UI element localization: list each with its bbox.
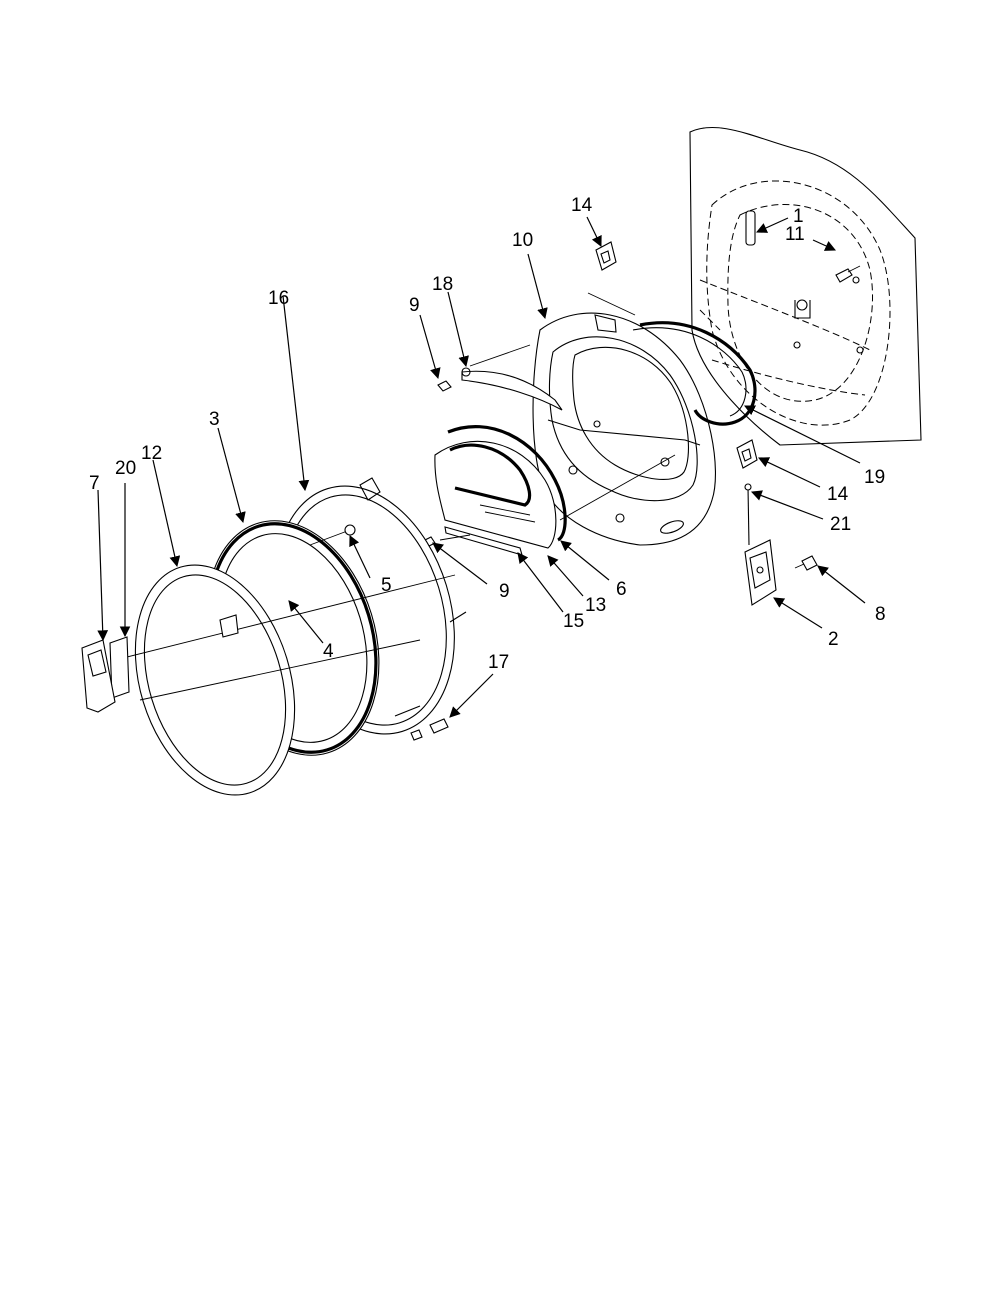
latch-4	[219, 614, 239, 638]
screw-5	[344, 524, 356, 536]
callout-21: 21	[830, 514, 851, 535]
cabinet-front-panel	[689, 127, 922, 446]
handle-7	[81, 639, 116, 713]
screw-8	[794, 555, 818, 571]
door-glass-13	[434, 440, 557, 549]
callout-6: 6	[616, 579, 627, 600]
callout-labels: 1 2 3 4 5 6 7 8 9 9 10 11 12 13 14 14 15…	[89, 195, 886, 673]
callout-12: 12	[141, 443, 162, 464]
pin-21	[744, 483, 752, 546]
door-gasket-19	[632, 321, 757, 426]
callout-7: 7	[89, 473, 100, 494]
callout-18: 18	[432, 274, 453, 295]
door-seal-6	[447, 425, 567, 542]
bracket-14-right	[736, 439, 758, 469]
callout-14b: 14	[827, 484, 849, 505]
door-inner-panel	[532, 312, 717, 546]
bracket-14-top	[595, 241, 617, 271]
callout-9a: 9	[409, 295, 420, 316]
callout-2: 2	[828, 629, 839, 650]
callout-11: 11	[785, 224, 805, 245]
callout-17: 17	[488, 652, 509, 673]
strip-20	[109, 636, 130, 699]
door-strike	[745, 210, 756, 246]
door-trim-12	[134, 564, 296, 796]
hinge-2	[744, 539, 777, 606]
callout-13: 13	[585, 595, 606, 616]
callout-14a: 14	[571, 195, 593, 216]
hinge-strap-18	[461, 367, 563, 411]
assembly-lines	[439, 292, 676, 541]
callout-1: 1	[793, 206, 804, 227]
callout-10: 10	[512, 230, 533, 251]
callout-5: 5	[381, 575, 392, 596]
callout-20: 20	[115, 458, 136, 479]
callout-3: 3	[209, 409, 220, 430]
screws-17	[410, 718, 449, 741]
screw-9-upper	[437, 380, 452, 392]
door-axis-lines	[114, 529, 456, 701]
callout-16: 16	[268, 288, 289, 309]
leader-lines	[97, 216, 866, 718]
callout-19: 19	[864, 467, 885, 488]
callout-9b: 9	[499, 581, 510, 602]
callout-4: 4	[323, 641, 334, 662]
callout-15: 15	[563, 611, 584, 632]
callout-8: 8	[875, 604, 886, 625]
screw-11	[835, 265, 861, 283]
